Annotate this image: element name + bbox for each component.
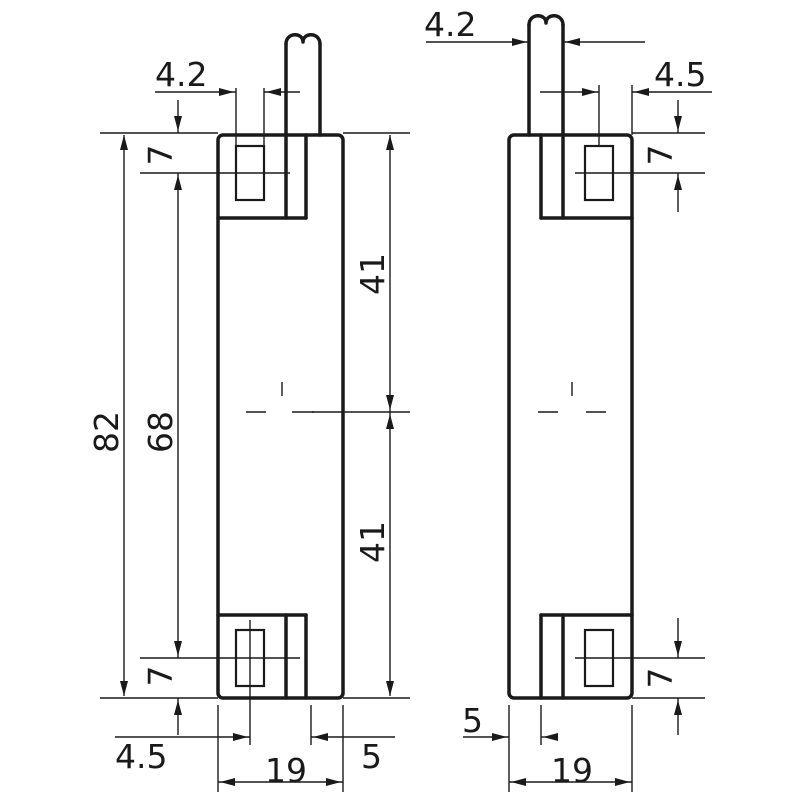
right-view — [507, 14, 634, 700]
right-step-width-label: 5 — [462, 701, 483, 740]
right-housing-body — [507, 133, 634, 700]
left-lower-half-label: 41 — [353, 521, 392, 563]
left-dimension-lines — [100, 88, 410, 792]
left-top-mount-block — [216, 133, 308, 220]
left-step-width-label: 5 — [361, 737, 382, 776]
left-width-label: 19 — [265, 751, 307, 790]
left-slot-offset-label: 4.5 — [115, 737, 167, 776]
left-overall-height-label: 82 — [87, 411, 126, 453]
right-top-slot-height-label: 7 — [641, 145, 680, 166]
left-center-mark — [246, 382, 314, 413]
right-slot-width-label: 4.5 — [654, 55, 706, 94]
left-cable-slot-width-label: 4.2 — [155, 55, 207, 94]
left-cable — [284, 33, 322, 137]
right-cable — [527, 14, 565, 137]
left-bottom-mount-block — [216, 613, 308, 700]
left-bottom-slot-height-label: 7 — [141, 666, 180, 687]
right-width-label: 19 — [551, 751, 593, 790]
left-view — [216, 33, 345, 700]
right-dimension-lines — [426, 41, 712, 792]
right-cable-diameter-label: 4.2 — [424, 5, 476, 44]
right-top-mount-block — [539, 133, 634, 220]
left-top-slot-height-label: 7 — [141, 145, 180, 166]
left-upper-half-label: 41 — [353, 253, 392, 295]
right-bottom-slot-height-label: 7 — [641, 668, 680, 689]
right-bottom-mount-block — [539, 613, 634, 700]
left-housing-body — [216, 133, 345, 700]
left-dimension-arrows — [120, 88, 394, 786]
left-hole-spacing-label: 68 — [141, 411, 180, 453]
right-center-mark — [538, 382, 606, 413]
right-dimension-arrows — [492, 38, 682, 786]
